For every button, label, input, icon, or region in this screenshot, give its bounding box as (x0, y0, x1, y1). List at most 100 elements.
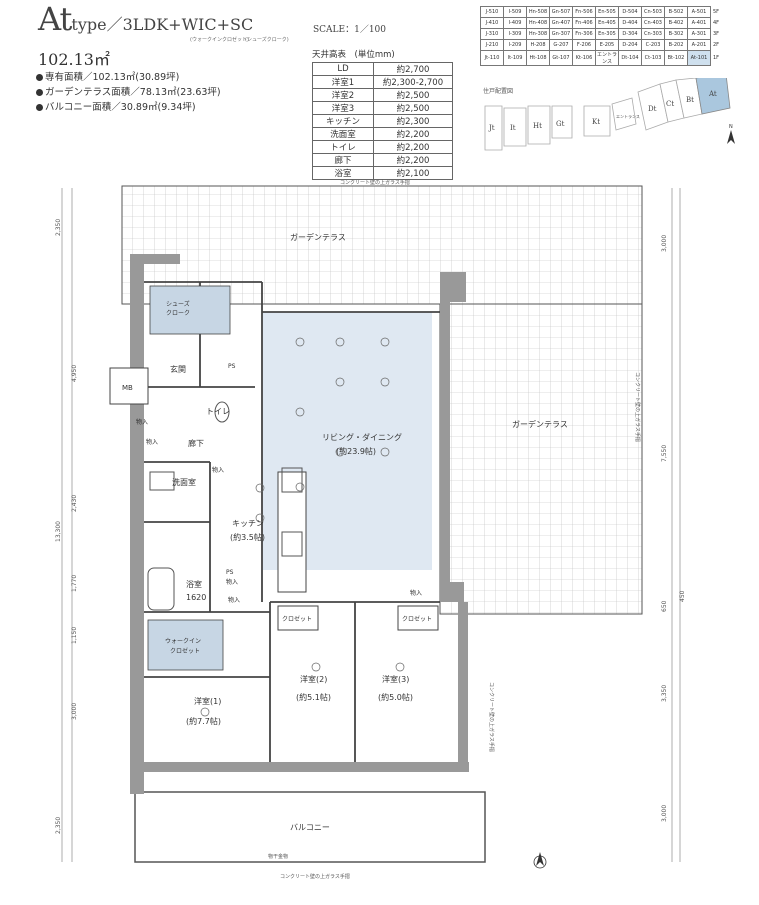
unit-cell: Cn-403 (641, 17, 665, 29)
unit-floor: 1F (713, 55, 720, 61)
keymap-label-ent: エントランス (616, 113, 640, 119)
label-wic: ウォークイン (165, 637, 201, 645)
label-kitchen-size: (約3.5帖) (230, 532, 265, 542)
dimension-lines-left (61, 188, 73, 862)
label-room2: 洋室(2) (300, 674, 327, 684)
ceiling-row: キッチン約2,300 (312, 114, 453, 128)
unit-cell: I-209 (503, 39, 527, 51)
unit-cell: D-204 (618, 39, 642, 51)
bullet-icon (36, 74, 43, 81)
walk-in-closet (147, 619, 224, 671)
right-dims: 3,000 7,550 650 450 3,350 3,000 (661, 235, 686, 822)
ceiling-height: 約2,200 (373, 140, 453, 154)
ceiling-lights (200, 337, 405, 717)
label-closet-b: クロゼット (402, 615, 432, 623)
label-room3-size: (約5.0帖) (378, 692, 413, 702)
ceiling-height: 約2,100 (373, 166, 453, 180)
dim-left-7: 3,000 (71, 703, 78, 720)
ceiling-room: トイレ (312, 140, 374, 154)
garden-terrace-right (439, 303, 643, 615)
spec-list: 専有面積／102.13㎡(30.89坪) ガーデンテラス面積／78.13㎡(23… (36, 70, 221, 115)
unit-cell: J-410 (480, 17, 504, 29)
ceiling-room: 洋室3 (312, 101, 374, 115)
label-storage6: 物入 (212, 466, 224, 474)
sc-note: (シューズクローク) (245, 37, 289, 43)
dim-left-4: 2,430 (71, 495, 78, 512)
note-top: コンクリート壁の上ガラス手摺 (340, 179, 410, 186)
bathtub-icon (147, 567, 175, 611)
label-wic2: クロゼット (170, 647, 200, 655)
scale-label: SCALE：1／100 (313, 25, 387, 35)
label-sc2: クローク (166, 310, 190, 317)
unit-cell: B-402 (664, 17, 688, 29)
unit-cell: B-202 (664, 39, 688, 51)
north-arrow-icon (533, 852, 547, 869)
label-sc: シューズ (166, 300, 190, 308)
unit-cell: It-109 (503, 50, 527, 66)
interior-walls (144, 281, 440, 762)
keymap-label-kt: Kt (592, 118, 600, 126)
north-arrow-icon: N (727, 124, 735, 144)
note-balcony-fence: 物干金物 (268, 853, 288, 860)
unit-cell: Gn-507 (549, 6, 573, 18)
unit-cell: F-206 (572, 39, 596, 51)
ceiling-row: 洗面室約2,200 (312, 127, 453, 141)
label-ld: リビング・ダイニング (322, 432, 402, 442)
ceiling-room: 洋室1 (312, 75, 374, 89)
keymap-label-ht: Ht (533, 122, 542, 130)
dim-right-5: 3,350 (661, 685, 668, 702)
keymap-ent (611, 97, 637, 131)
label-toilet: トイレ (206, 407, 230, 416)
unit-cell: Jt-110 (480, 50, 504, 66)
keymap-ht (527, 105, 551, 145)
keymap-jt (484, 105, 503, 151)
kitchen-stove-icon (281, 531, 303, 557)
unit-cell: Hn-408 (526, 17, 550, 29)
keymap-label-dt: Dt (648, 105, 657, 113)
type-title: Attype／3LDK+WIC+SC (38, 0, 253, 38)
unit-floor: 3F (713, 31, 720, 37)
keymap-at (695, 78, 731, 115)
unit-cell: En-305 (595, 28, 619, 40)
label-storage2: 物入 (146, 438, 158, 446)
keymap-kt (583, 105, 611, 137)
unit-cell: エントランス (595, 50, 619, 66)
ceiling-room: キッチン (312, 114, 374, 128)
type-letter: At (38, 0, 72, 38)
label-entrance: 玄関 (170, 364, 186, 374)
ceiling-height: 約2,200 (373, 153, 453, 167)
ceiling-room: 浴室 (312, 166, 374, 180)
unit-cell: E-205 (595, 39, 619, 51)
svg-text:N: N (729, 124, 733, 130)
shoes-closet (149, 285, 231, 335)
label-washroom: 洗面室 (172, 477, 196, 487)
unit-cell: J-510 (480, 6, 504, 18)
unit-cell: D-404 (618, 17, 642, 29)
unit-cell: B-302 (664, 28, 688, 40)
ceiling-row: 浴室約2,100 (312, 166, 453, 180)
ceiling-height: 約2,300 (373, 114, 453, 128)
dim-left-3: 13,300 (55, 521, 62, 542)
closet-room2 (277, 605, 319, 631)
dim-left-1: 2,350 (55, 219, 62, 236)
unit-floor: 4F (713, 20, 720, 26)
unit-cell: I-509 (503, 6, 527, 18)
unit-cell: Fn-406 (572, 17, 596, 29)
unit-cell: Bt-102 (664, 50, 688, 66)
label-ld-size: (約23.9帖) (336, 446, 376, 456)
unit-cell: I-309 (503, 28, 527, 40)
ceiling-height: 約2,200 (373, 127, 453, 141)
unit-cell: Hn-508 (526, 6, 550, 18)
label-room2-size: (約5.1帖) (296, 692, 331, 702)
unit-cell: En-405 (595, 17, 619, 29)
label-bath-size: 1620 (186, 593, 206, 602)
unit-cell: A-301 (687, 28, 711, 40)
label-room1: 洋室(1) (194, 696, 221, 706)
unit-cell: H-208 (526, 39, 550, 51)
label-balcony: バルコニー (290, 823, 330, 832)
label-storage3: 物入 (226, 578, 238, 586)
